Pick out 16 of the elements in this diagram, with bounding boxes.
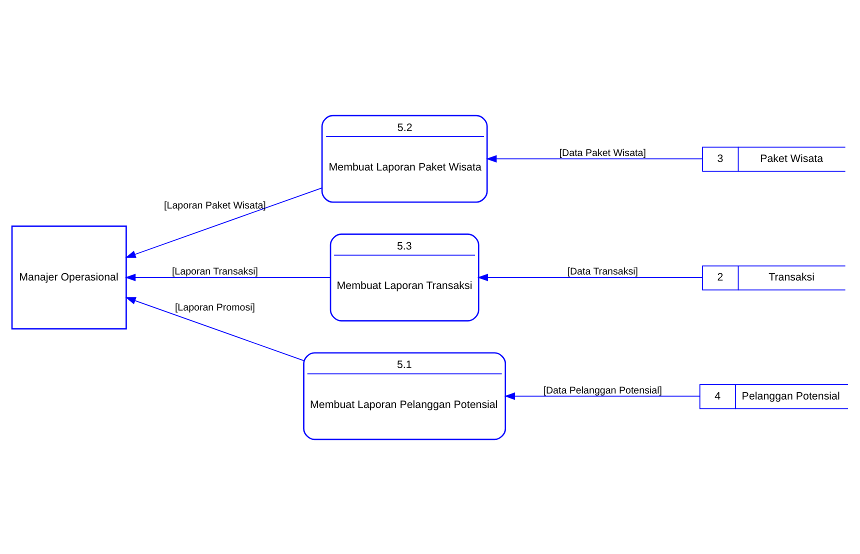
node-box: Manajer Operasional <box>11 225 127 329</box>
edge-label: [Laporan Promosi] <box>174 302 256 313</box>
edge-label: [Data Pelanggan Potensial] <box>543 384 662 396</box>
arrow <box>477 273 703 281</box>
edge-label: [Laporan Paket Wisata] <box>164 200 266 212</box>
edge-label: [Data Transaksi] <box>567 266 638 278</box>
arrow <box>124 273 331 281</box>
arrow <box>486 154 703 162</box>
node-box: 5.1 Membuat Laporan Pelanggan Potensial <box>303 352 506 440</box>
node-box: 5.3 Membuat Laporan Transaksi <box>330 233 480 321</box>
arrow <box>125 187 322 258</box>
node-box: 5.2 Membuat Laporan Paket Wisata <box>321 114 488 202</box>
arrow <box>125 296 304 360</box>
edge-label: [Laporan Transaksi] <box>172 266 258 278</box>
edge-label: [Data Paket Wisata] <box>559 147 646 158</box>
arrow <box>504 392 700 400</box>
